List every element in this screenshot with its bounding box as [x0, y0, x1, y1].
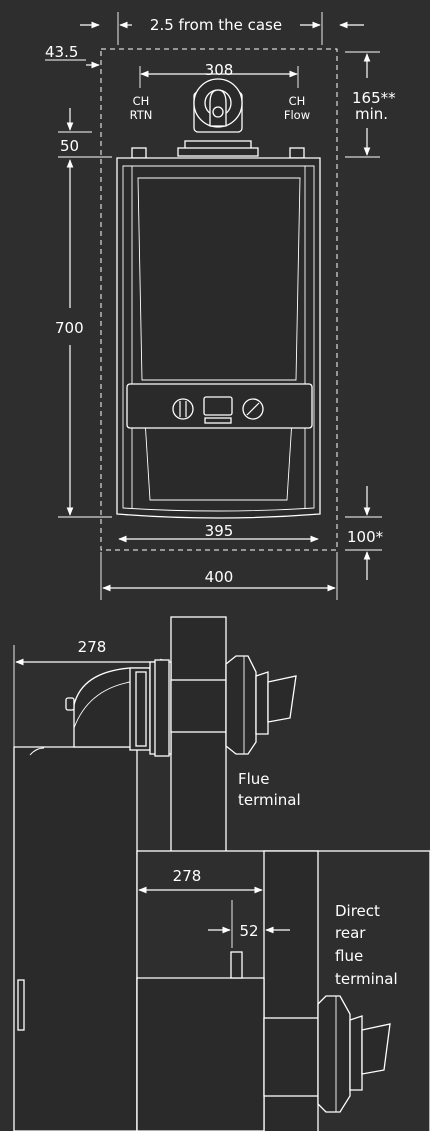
boiler-case [116, 157, 321, 519]
top-clearance-label-line2: min. [355, 105, 388, 123]
ch-flow-label-line2: Flow [284, 108, 310, 122]
height-label: 700 [55, 319, 84, 337]
inset-rear-spigot [230, 951, 243, 979]
inset-depth-label: 278 [173, 867, 202, 885]
rear-flue-label-line2: rear [335, 924, 366, 942]
rear-flue-label-line4: terminal [335, 970, 398, 988]
left-offset-label: 43.5 [45, 43, 78, 61]
overall-width-label: 400 [205, 568, 234, 586]
rear-flue-inset: 278 52 Direct rear flue terminal [136, 850, 430, 1131]
ch-flow-label-line1: CH [289, 94, 306, 108]
inset-offset-label: 52 [239, 922, 258, 940]
ch-return-label-line1: CH [133, 94, 150, 108]
flue-pipe-through-wall [170, 679, 227, 733]
control-panel [126, 383, 313, 429]
ch-flow-pipe [289, 147, 305, 159]
front-view: 2.5 from the case 43.5 308 CH RTN CH Flo… [45, 12, 396, 600]
flue-terminal-label-line1: Flue [238, 770, 270, 788]
clearance-envelope [100, 48, 338, 551]
flue-terminal [225, 655, 257, 755]
side-view: 278 Flue terminal [13, 616, 301, 1131]
wall [170, 616, 227, 858]
display-screen [203, 396, 233, 416]
case-width-label: 395 [205, 522, 234, 540]
left-control-knob [172, 398, 194, 420]
flue-terminal-label-line2: terminal [238, 791, 301, 809]
pipe-spacing-label: 308 [205, 61, 234, 79]
rear-flue-label-line3: flue [335, 947, 363, 965]
inset-flue-pipe [263, 1017, 319, 1097]
flue-turret [177, 78, 259, 157]
inset-boiler-body [136, 977, 265, 1131]
ch-return-pipe [131, 147, 147, 159]
rear-flue-label-line1: Direct [335, 902, 380, 920]
top-clearance-label-line1: 165** [352, 89, 396, 107]
inset-flue-terminal [317, 995, 351, 1113]
top-gap-label: 50 [60, 137, 79, 155]
flue-depth-label: 278 [78, 638, 107, 656]
ch-return-label-line2: RTN [130, 108, 153, 122]
side-clearance-label: 2.5 from the case [150, 16, 282, 34]
boiler-side-body [13, 746, 138, 1131]
bottom-clearance-label: 100* [347, 528, 384, 546]
